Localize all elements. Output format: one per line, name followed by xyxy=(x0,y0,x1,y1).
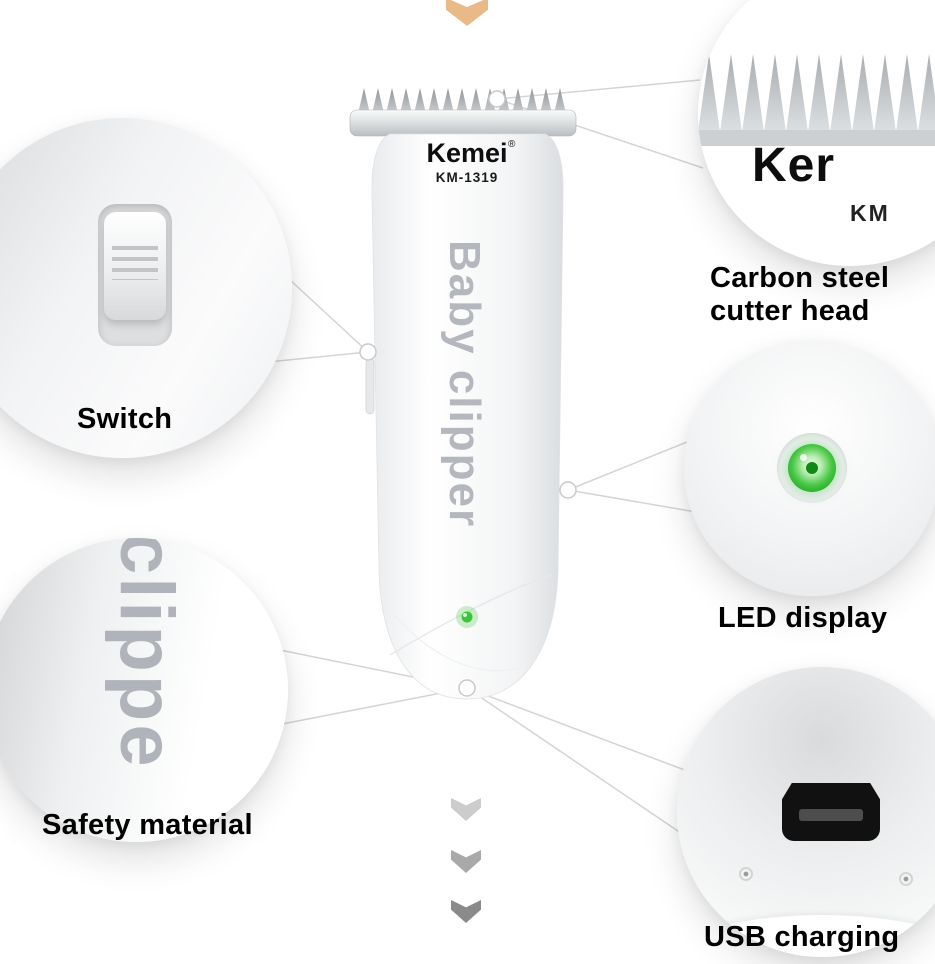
usb-zoom-bubble xyxy=(677,667,935,957)
switch-label: Switch xyxy=(77,403,173,435)
zoom-model-text: KM xyxy=(850,200,890,226)
zoom-body-print-text: clippe xyxy=(104,538,189,770)
callout-lines xyxy=(226,79,704,847)
led-indicator-glint xyxy=(463,613,467,617)
body-print-text: Baby clipper xyxy=(440,240,489,528)
callout-line xyxy=(567,489,697,513)
callout-points xyxy=(359,90,577,697)
callout-line xyxy=(466,687,691,773)
cutter-blade xyxy=(349,109,577,137)
callout-point xyxy=(458,679,476,697)
callout-point xyxy=(488,90,506,108)
clipper-illustration: Kemei ® KM-1319 Baby clipper xyxy=(349,88,577,700)
registered-mark: ® xyxy=(508,139,516,150)
switch-zoom-bubble xyxy=(0,118,292,458)
callout-point xyxy=(359,343,377,361)
zoom-brand-text: Ker xyxy=(752,139,836,192)
side-switch-bump xyxy=(365,357,375,415)
callout-line xyxy=(567,439,693,491)
body-crease-line xyxy=(389,574,553,656)
clipper-body xyxy=(371,133,564,700)
callout-line xyxy=(271,687,468,727)
micro-usb-slot xyxy=(799,809,863,821)
zoom-cutter-teeth xyxy=(698,54,935,146)
brand-logo-text: Kemei xyxy=(426,138,507,168)
switch-ridges xyxy=(112,246,158,280)
body-crease-line xyxy=(381,599,521,672)
material-zoom-bubble: clippe xyxy=(0,538,288,842)
cutter-head-label-line1: Carbon steel xyxy=(710,262,890,294)
model-number-text: KM-1319 xyxy=(436,170,499,185)
callout-point xyxy=(559,481,577,499)
led-zoom-bubble xyxy=(684,340,935,596)
led-center-dot xyxy=(806,462,818,474)
callout-line xyxy=(496,79,701,100)
screw-hole xyxy=(899,872,913,886)
usb-label: USB charging xyxy=(704,921,900,953)
cutter-head-label: Carbon steel cutter head xyxy=(710,262,889,328)
led-indicator xyxy=(461,611,473,623)
screw-hole xyxy=(739,867,753,881)
cutter-head-zoom-bubble: Ker KM xyxy=(698,0,935,266)
callout-line xyxy=(466,687,701,847)
led-glint xyxy=(800,454,807,461)
cutter-head-label-line2: cutter head xyxy=(710,295,870,327)
material-label: Safety material xyxy=(42,809,253,841)
zoom-teeth-path xyxy=(698,54,935,132)
zoom-blade-base xyxy=(698,130,935,146)
led-label: LED display xyxy=(718,602,888,634)
